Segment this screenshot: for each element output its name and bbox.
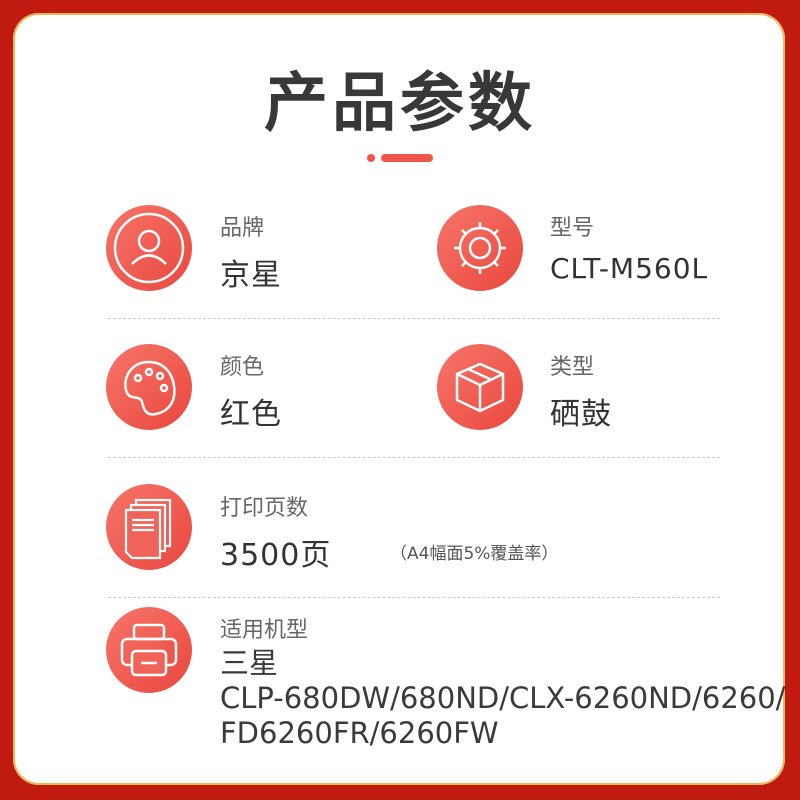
- model-line: FD6260FR/6260FW: [220, 716, 499, 750]
- divider: [108, 457, 720, 458]
- gear-icon: [437, 205, 523, 291]
- compatible-models: 三星 CLP-680DW/680ND/CLX-6260ND/6260/ FD62…: [220, 646, 785, 751]
- model-value: CLT-M560L: [550, 252, 709, 285]
- color-label: 颜色: [220, 355, 265, 380]
- page-title: 产品参数: [264, 67, 536, 141]
- model-line: CLP-680DW/680ND/CLX-6260ND/6260/: [220, 681, 786, 715]
- printer-icon: [106, 607, 192, 693]
- brand-value: 京星: [220, 258, 282, 293]
- model-label: 型号: [550, 216, 595, 241]
- pages-note: （A4幅面5%覆盖率）: [390, 544, 559, 564]
- brand-name: 三星: [220, 646, 279, 680]
- compatible-label: 适用机型: [220, 618, 309, 643]
- pages-label: 打印页数: [220, 496, 309, 521]
- divider: [108, 597, 720, 598]
- type-value: 硒鼓: [550, 397, 612, 432]
- user-icon: [106, 205, 192, 291]
- color-value: 红色: [220, 397, 282, 432]
- pages-icon: [106, 484, 192, 570]
- divider: [108, 318, 720, 319]
- brand-label: 品牌: [220, 216, 265, 241]
- pages-value: 3500页: [220, 538, 332, 573]
- decor-dot: [367, 154, 375, 162]
- type-label: 类型: [550, 355, 595, 380]
- decor-bar: [381, 154, 433, 162]
- palette-icon: [106, 344, 192, 430]
- box-icon: [437, 344, 523, 430]
